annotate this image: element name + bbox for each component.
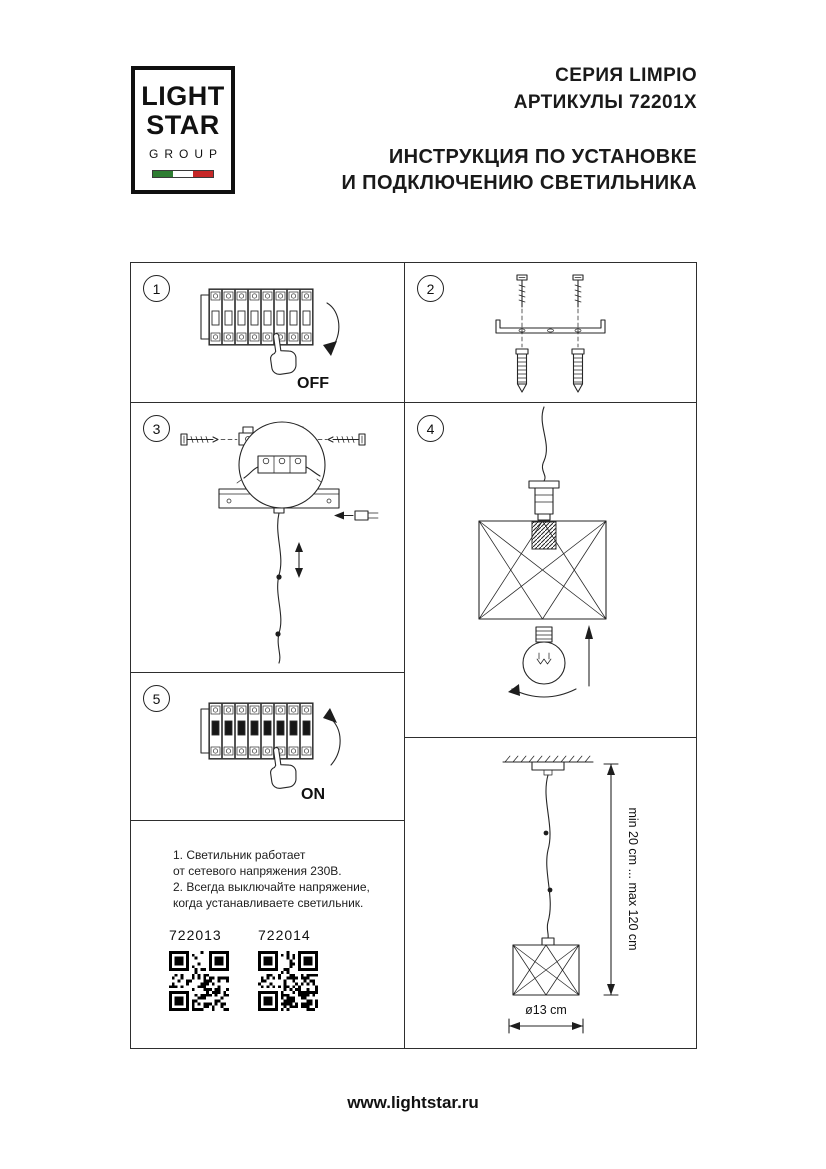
flag-green-segment xyxy=(153,171,173,177)
bulb-drawing xyxy=(522,626,566,685)
article-code: 722014 xyxy=(258,927,311,943)
qr-code-icon xyxy=(258,951,318,1011)
note-line-2: от сетевого напряжения 230В. xyxy=(173,864,342,878)
step5-illustration: ON xyxy=(200,702,341,803)
article-codes: 722013 722014 xyxy=(169,927,318,1011)
flag-white-segment xyxy=(173,171,193,177)
step-panel-1: 1 xyxy=(131,263,405,403)
hand-icon xyxy=(270,333,297,375)
circuit-breaker-on-drawing xyxy=(200,702,314,760)
usage-notes: 1. Светильник работает от сетевого напря… xyxy=(173,847,370,911)
note-line-4: когда устанавливаете светильник. xyxy=(173,896,364,910)
step-panel-5: 5 xyxy=(131,673,405,821)
flag-red-segment xyxy=(193,171,213,177)
instruction-title: ИНСТРУКЦИЯ ПО УСТАНОВКЕ И ПОДКЛЮЧЕНИЮ СВ… xyxy=(341,144,697,196)
diameter-dimension-label: ø13 cm xyxy=(525,1003,567,1017)
step-number-badge: 1 xyxy=(143,275,170,302)
flip-down-arrow-icon xyxy=(323,302,340,356)
circuit-breaker-off-drawing xyxy=(200,288,314,346)
on-label: ON xyxy=(301,786,325,803)
step3-illustration xyxy=(180,421,379,664)
article-code: 722013 xyxy=(169,927,222,943)
suspension-wire-drawing xyxy=(273,507,303,664)
article-variant-2: 722014 xyxy=(258,927,318,1011)
dimensions-illustration: min 20 cm ... max 120 cm ø13 cm xyxy=(502,755,640,1034)
step-number-badge: 2 xyxy=(417,275,444,302)
series-title: СЕРИЯ LIMPIO xyxy=(555,65,697,86)
steps-grid: 1 xyxy=(130,262,697,1049)
instruction-title-line2: И ПОДКЛЮЧЕНИЮ СВЕТИЛЬНИКА xyxy=(341,172,697,194)
logo-flag xyxy=(152,170,214,178)
step2-illustration xyxy=(495,274,606,393)
logo-word-group: GROUP xyxy=(148,147,223,161)
screw-in-rotation-arrow-icon xyxy=(508,684,577,698)
header: СЕРИЯ LIMPIO АРТИКУЛЫ 72201X ИНСТРУКЦИЯ … xyxy=(341,62,697,196)
flip-up-arrow-icon xyxy=(323,708,341,766)
step1-illustration: OFF xyxy=(200,288,340,392)
height-dimension-arrow xyxy=(603,763,619,996)
website-url: www.lightstar.ru xyxy=(347,1093,479,1112)
step-panel-4: 4 xyxy=(405,403,696,738)
note-line-3: 2. Всегда выключайте напряжение, xyxy=(173,880,370,894)
qr-code-icon xyxy=(169,951,229,1011)
height-dimension-label: min 20 cm ... max 120 cm xyxy=(626,807,640,950)
step-panel-3: 3 xyxy=(131,403,405,673)
mounting-hardware-drawing xyxy=(495,274,606,393)
articles-title: АРТИКУЛЫ 72201X xyxy=(513,92,697,113)
lightstar-logo: LIGHT STAR GROUP xyxy=(131,66,235,194)
article-variant-1: 722013 xyxy=(169,927,229,1011)
diameter-dimension-arrow xyxy=(508,1018,584,1034)
step-panel-2: 2 xyxy=(405,263,696,403)
instruction-title-line1: ИНСТРУКЦИЯ ПО УСТАНОВКЕ xyxy=(388,146,697,168)
dimensions-panel: min 20 cm ... max 120 cm ø13 cm xyxy=(405,738,696,1048)
pendant-assembly-drawing xyxy=(478,406,607,620)
cable-lock-drawing xyxy=(334,510,379,521)
off-label: OFF xyxy=(297,375,329,392)
notes-panel: 1. Светильник работает от сетевого напря… xyxy=(131,821,405,1048)
step-number-badge: 3 xyxy=(143,415,170,442)
insert-up-arrow-icon xyxy=(585,625,593,687)
step4-illustration xyxy=(478,406,607,698)
hand-icon xyxy=(270,747,297,789)
step-number-badge: 4 xyxy=(417,415,444,442)
note-line-1: 1. Светильник работает xyxy=(173,848,306,862)
logo-word-light: LIGHT xyxy=(141,81,225,111)
logo-word-star: STAR xyxy=(146,110,220,140)
pendant-full-view-drawing xyxy=(502,755,594,996)
step-number-badge: 5 xyxy=(143,685,170,712)
